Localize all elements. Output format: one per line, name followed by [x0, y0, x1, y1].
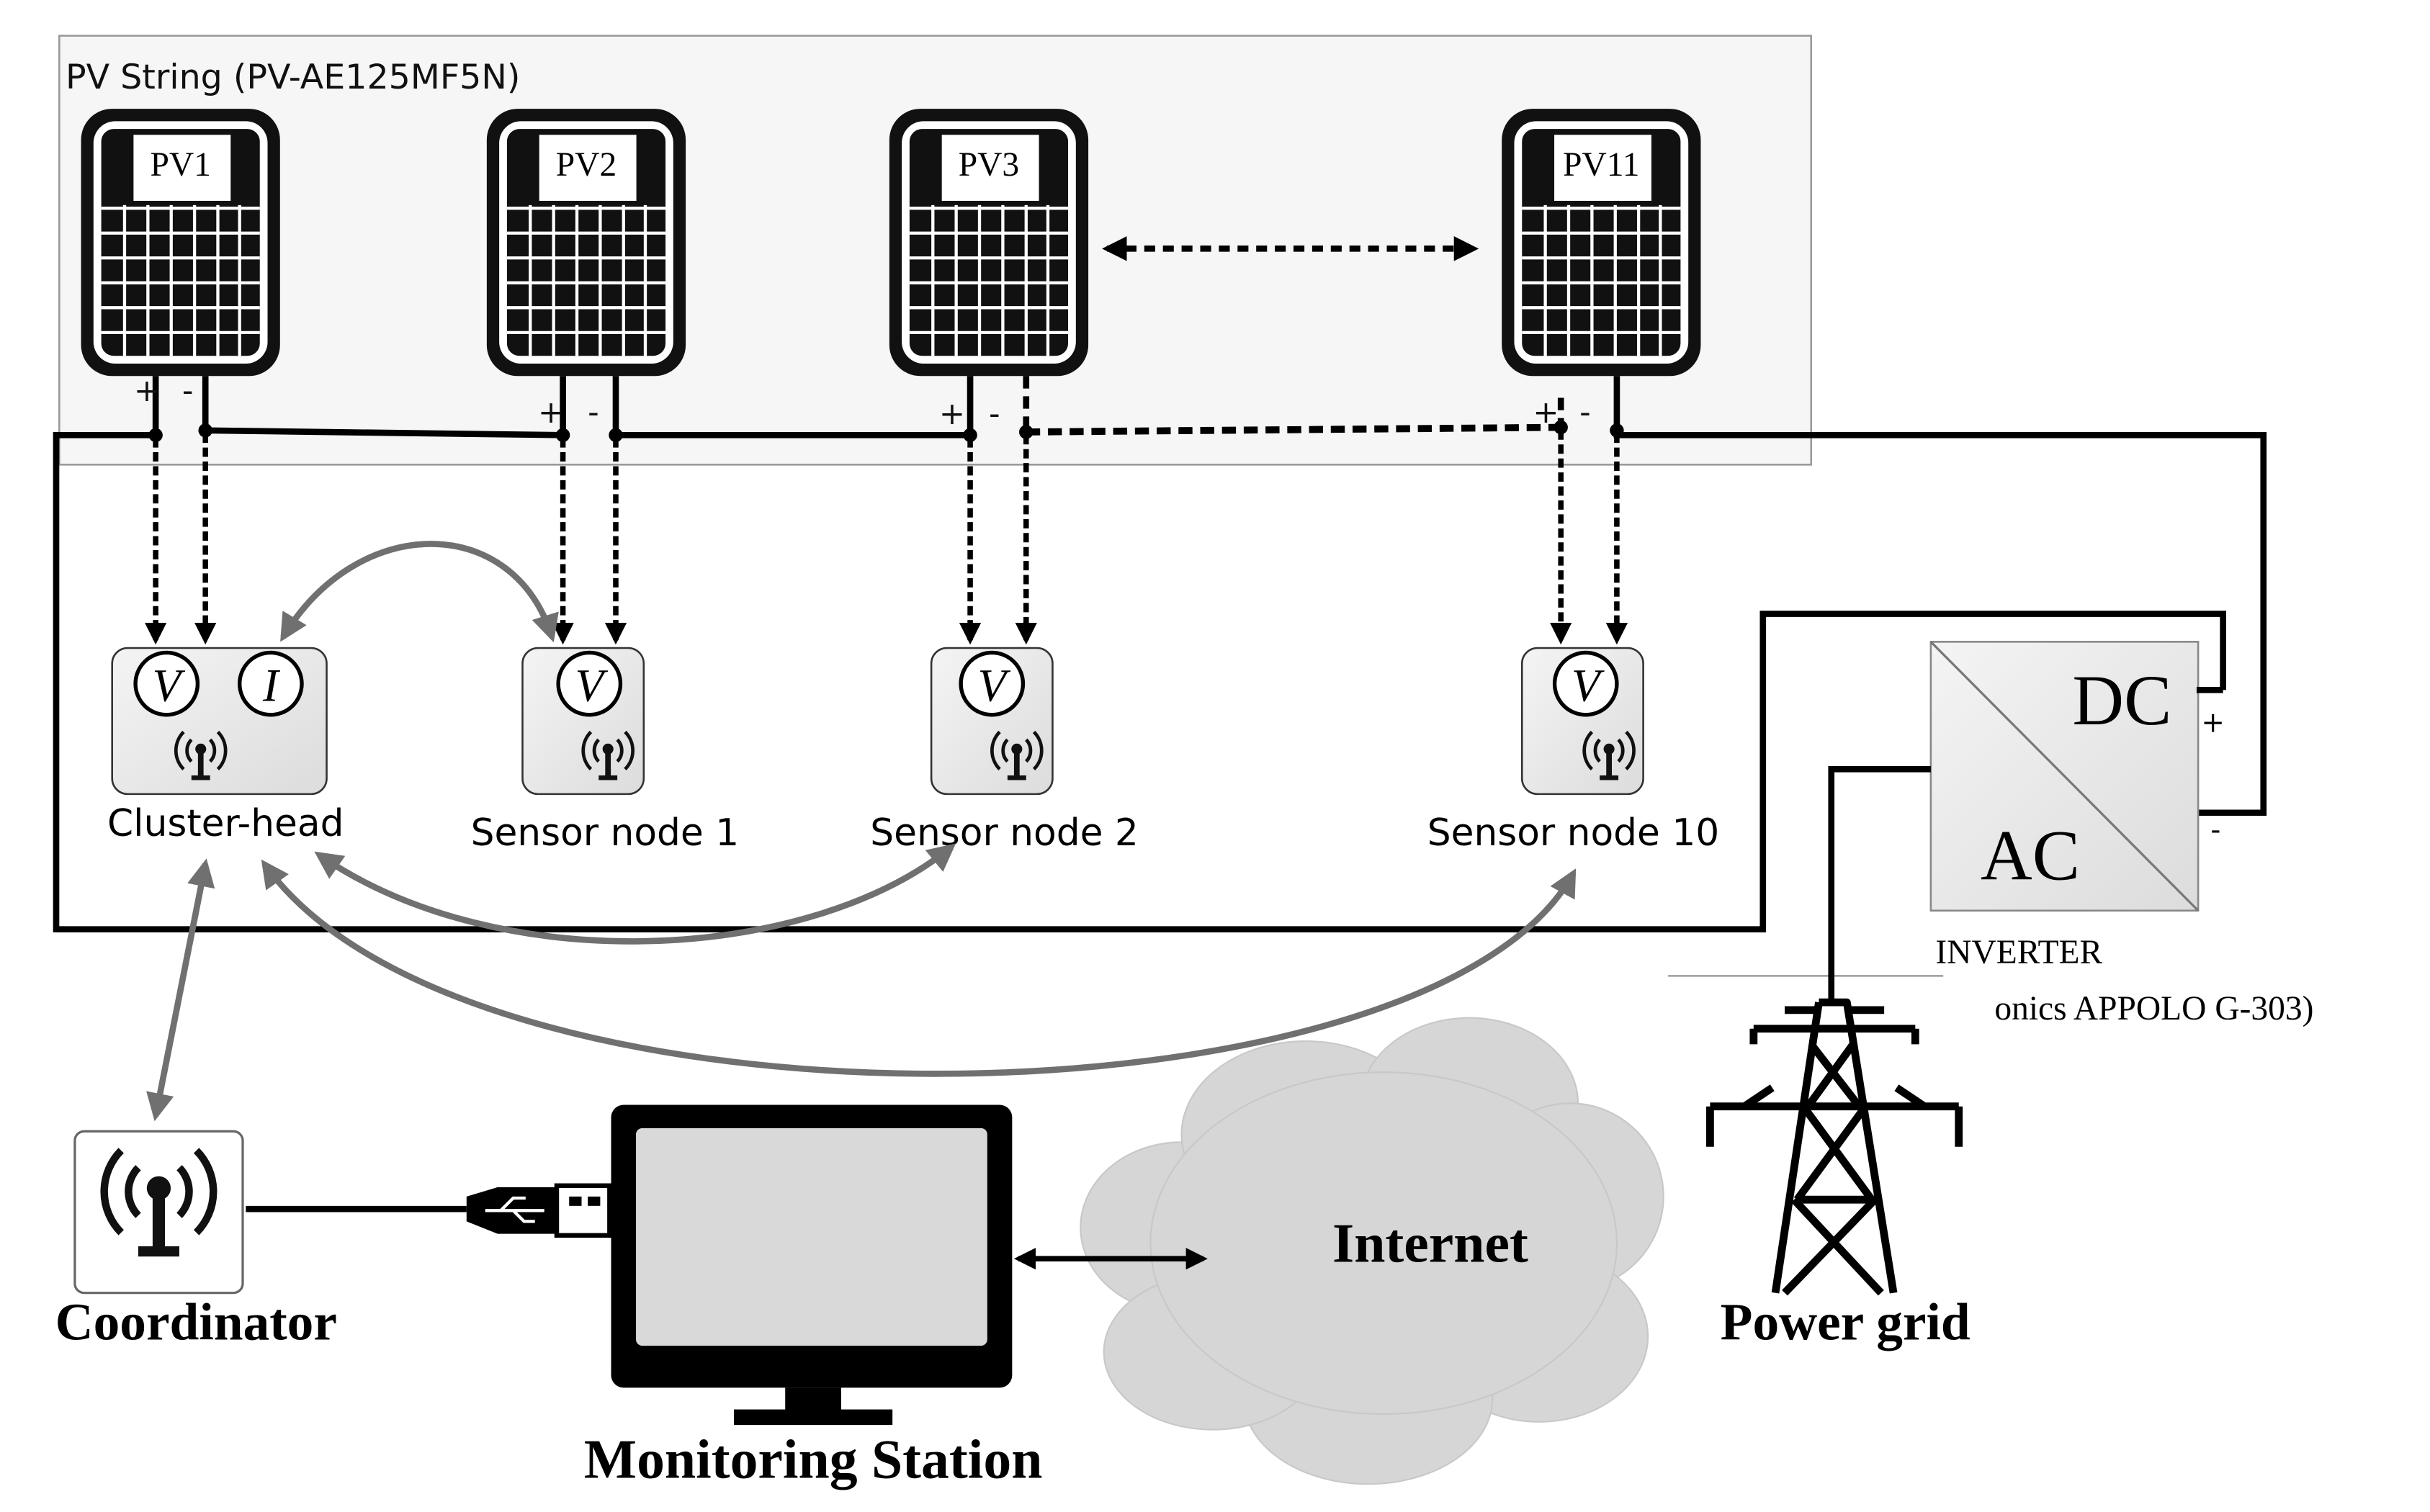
pv-panel-label: PV3 [959, 146, 1019, 184]
inverter-ac-label: AC [1981, 817, 2080, 896]
coordinator-node [73, 1130, 244, 1295]
sensor-node-1: V [521, 647, 645, 796]
pv-panel-label: PV2 [556, 146, 617, 184]
pv-panel-label: PV11 [1563, 146, 1639, 184]
minus-label: - [1579, 395, 1591, 431]
ammeter-label: I [262, 660, 281, 711]
voltmeter-icon [1552, 650, 1619, 717]
pv-panel-1: PV1 [81, 109, 280, 376]
voltmeter-label: V [978, 660, 1011, 711]
measurement-arrows [145, 430, 1628, 645]
monitor-icon [611, 1104, 1013, 1426]
usb-icon [466, 1183, 612, 1238]
voltmeter-icon [556, 650, 623, 717]
plus-label: + [538, 395, 564, 431]
inverter-dc-label: DC [2072, 662, 2171, 740]
sensor-node-2-label: Sensor node 2 [870, 811, 1139, 855]
pv-panel-label: PV1 [150, 146, 210, 184]
voltmeter-icon [959, 650, 1026, 717]
plus-label: + [134, 373, 160, 409]
minus-label: - [182, 373, 194, 409]
minus-label: - [588, 395, 599, 431]
ac-line [1828, 766, 1931, 1003]
sensor-node-2: V [930, 647, 1054, 796]
voltmeter-label: V [152, 660, 185, 711]
inverter: DC AC [1929, 641, 2200, 912]
sensor-node-10-label: Sensor node 10 [1427, 811, 1720, 855]
cluster-head-label: Cluster-head [107, 802, 344, 845]
internet-label: Internet [1332, 1212, 1528, 1274]
voltmeter-icon [133, 650, 200, 717]
inverter-title: INVERTER [1935, 934, 2102, 971]
sensor-node-1-label: Sensor node 1 [471, 811, 740, 855]
power-grid-label: Power grid [1721, 1292, 1971, 1351]
pv-string-title: PV String (PV-AE125MF5N) [66, 58, 520, 97]
minus-label: - [989, 396, 1000, 432]
internet-cloud-icon [1080, 1017, 1664, 1485]
wireless-links [146, 541, 1577, 1122]
inverter-model: onics APPOLO G-303) [1994, 990, 2313, 1027]
polarity-labels: + - + - + - + - [134, 373, 1591, 432]
panel-leads [152, 376, 1620, 436]
coordinator-label: Coordinator [55, 1292, 337, 1351]
power-tower-icon [1706, 998, 1963, 1296]
sensor-node-10: V [1520, 647, 1644, 796]
ammeter-icon [237, 650, 304, 717]
pv-panel-11: PV11 [1502, 109, 1700, 376]
pv-panel-3: PV3 [889, 109, 1088, 376]
pv-panel-2: PV2 [487, 109, 686, 376]
inverter-minus-label: - [2210, 814, 2220, 846]
voltmeter-label: V [575, 660, 609, 711]
inverter-plus-label: + [2201, 707, 2225, 739]
junction-dots [148, 420, 1624, 443]
dotted-series-wire [1026, 423, 1561, 436]
cluster-head-node: V I [111, 647, 328, 796]
monitoring-station-label: Monitoring Station [584, 1428, 1043, 1490]
plus-label: + [939, 396, 965, 432]
voltmeter-label: V [1572, 660, 1605, 711]
